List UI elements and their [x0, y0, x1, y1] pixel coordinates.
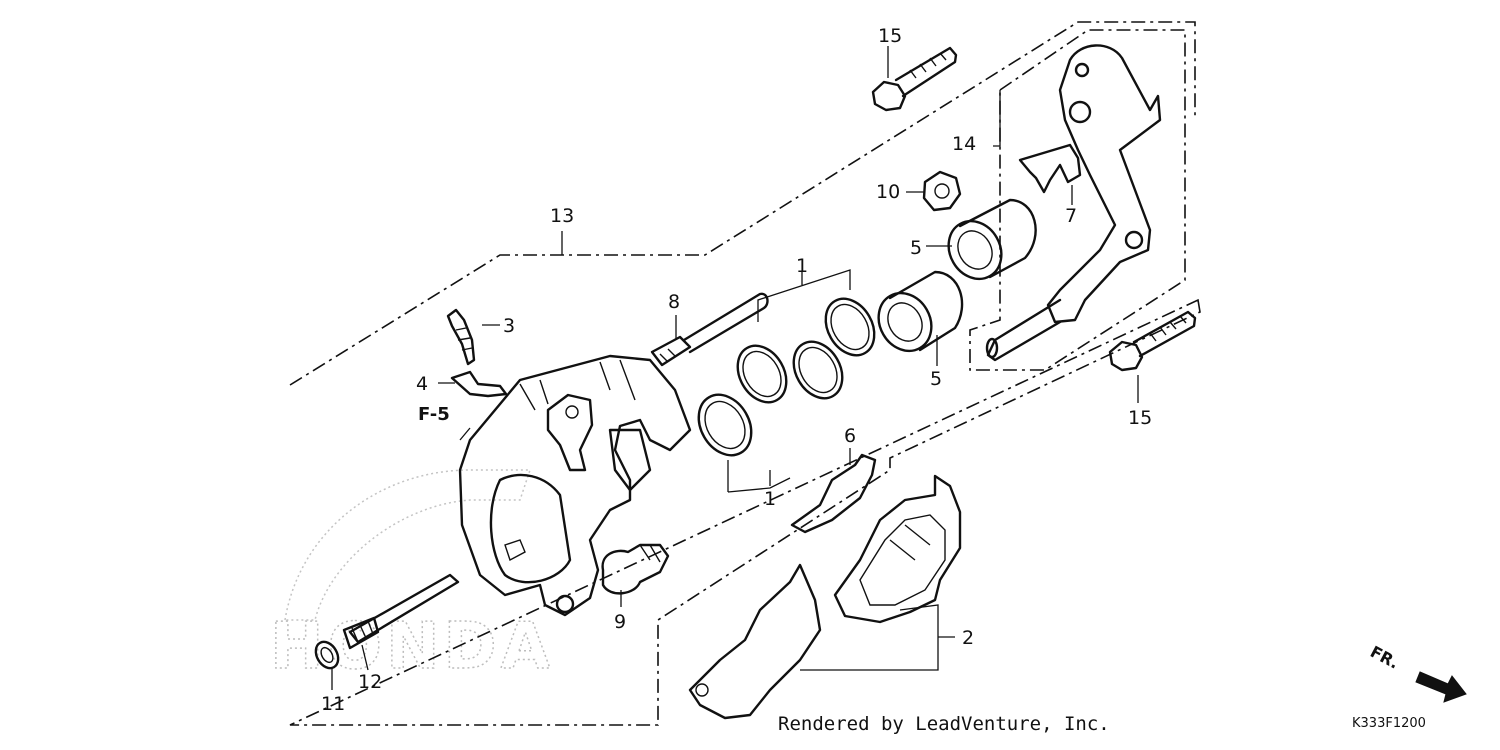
callout-1-upper: 1: [796, 255, 808, 277]
arrow-right-icon: [1415, 671, 1467, 703]
callout-4: 4: [416, 373, 428, 395]
callout-2: 2: [962, 627, 974, 649]
callout-1-lower: 1: [764, 488, 776, 510]
callout-9: 9: [614, 611, 626, 633]
callout-6: 6: [844, 425, 856, 447]
callout-14: 14: [952, 133, 976, 155]
callout-11: 11: [321, 693, 345, 715]
honda-watermark: HONDA: [269, 469, 551, 685]
credit-text: Rendered by LeadVenture, Inc.: [778, 713, 1110, 735]
slide-pin-8: [650, 292, 769, 367]
leader-lines: [331, 46, 1139, 690]
piston-seal-1-upper-b: [736, 344, 788, 404]
bleeder-cap-4: [450, 370, 508, 398]
piston-5-upper: [947, 198, 1037, 281]
diagram-code: K333F1200: [1352, 716, 1426, 731]
piston-seal-1-upper-a: [824, 297, 876, 357]
piston-seal-1-lower-b: [697, 393, 753, 457]
callout-5-upper: 5: [910, 237, 922, 259]
reference-f5: F-5: [418, 404, 450, 425]
bolt-9: [601, 543, 670, 595]
bolt-15-lower: [1108, 310, 1197, 372]
pad-spring-clip-7: [1018, 143, 1082, 194]
callout-3: 3: [503, 315, 515, 337]
callouts: 15 14 10 7 5 5 1 1 8 3 4 6 9 2 11 12 13 …: [321, 25, 1152, 715]
piston-seal-1-lower-a: [792, 340, 844, 400]
bolt-15-upper: [871, 46, 958, 112]
callout-10: 10: [876, 181, 900, 203]
callout-15-upper: 15: [878, 25, 902, 47]
callout-13: 13: [550, 205, 574, 227]
callout-8: 8: [668, 291, 680, 313]
piston-5-lower: [877, 270, 964, 353]
bleeder-screw-3: [446, 308, 476, 366]
caliper-body: [458, 354, 692, 617]
caliper-assembly-outline: [289, 21, 1201, 726]
callout-15-lower: 15: [1128, 407, 1152, 429]
boot-11: [314, 640, 340, 670]
pad-shim-6: [790, 453, 877, 534]
brake-pad-2-upper: [833, 474, 962, 624]
callout-5-lower: 5: [930, 368, 942, 390]
bracket-assembly-outline: [969, 29, 1186, 371]
slide-pin-12: [342, 573, 460, 650]
callout-12: 12: [358, 671, 382, 693]
callout-7: 7: [1065, 205, 1077, 227]
caliper-bracket-14: [985, 44, 1162, 362]
brake-pad-2-lower: [688, 563, 822, 720]
nut-10: [922, 170, 962, 212]
